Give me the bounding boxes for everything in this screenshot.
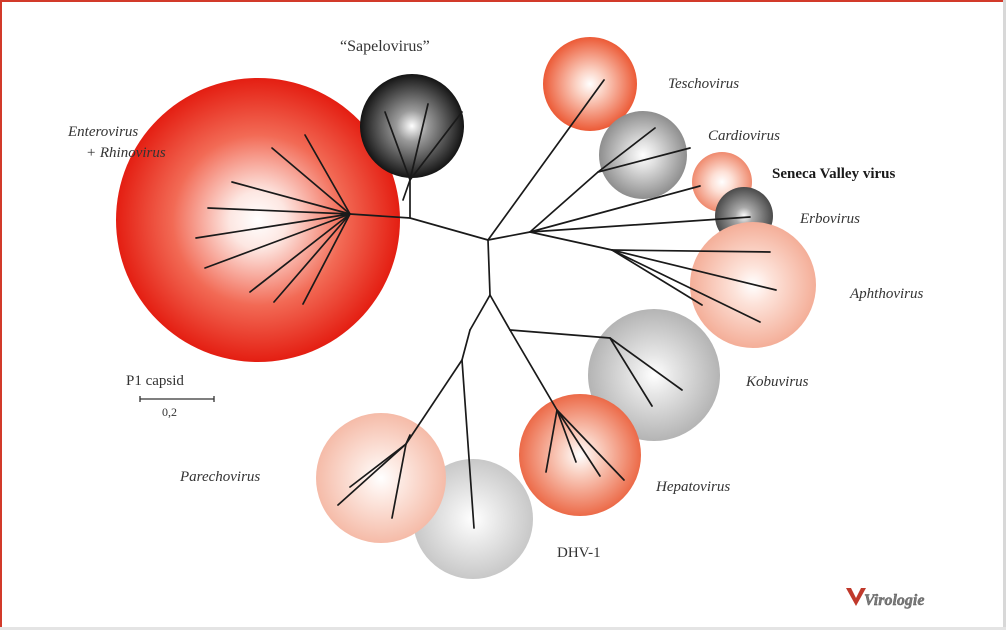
logo-v-mark <box>846 588 866 606</box>
erbovirus-label: Erbovirus <box>799 211 860 227</box>
sapelovirus-circle <box>360 74 464 178</box>
aphthovirus-label: Aphthovirus <box>849 286 923 302</box>
frame-shadow-bottom <box>0 627 1006 630</box>
kobuvirus-circle <box>588 309 720 441</box>
cardiovirus-circle <box>599 111 687 199</box>
parechovirus-label: Parechovirus <box>179 469 260 485</box>
scale-bar-title: P1 capsid <box>126 373 184 389</box>
cardiovirus-label: Cardiovirus <box>708 128 780 144</box>
scale-bar-value: 0,2 <box>162 405 177 419</box>
parechovirus-circle <box>316 413 446 543</box>
seneca-valley-label: Seneca Valley virus <box>772 166 896 182</box>
teschovirus-label: Teschovirus <box>668 76 739 92</box>
rhinovirus-label: + Rhinovirus <box>86 145 166 161</box>
hepatovirus-label: Hepatovirus <box>655 479 730 495</box>
dhv1-label: DHV-1 <box>557 545 601 561</box>
enterovirus-label: Enterovirus <box>67 124 138 140</box>
teschovirus-circle <box>543 37 637 131</box>
logo-text: Virologie <box>864 592 924 609</box>
frame-shadow-right <box>1003 0 1006 630</box>
enterovirus-circle <box>116 78 400 362</box>
hepatovirus-circle <box>519 394 641 516</box>
sapelovirus-label: “Sapelovirus” <box>340 38 430 55</box>
kobuvirus-label: Kobuvirus <box>745 374 809 390</box>
tree-branches <box>195 79 777 529</box>
virologie-logo: Virologie <box>846 588 925 609</box>
